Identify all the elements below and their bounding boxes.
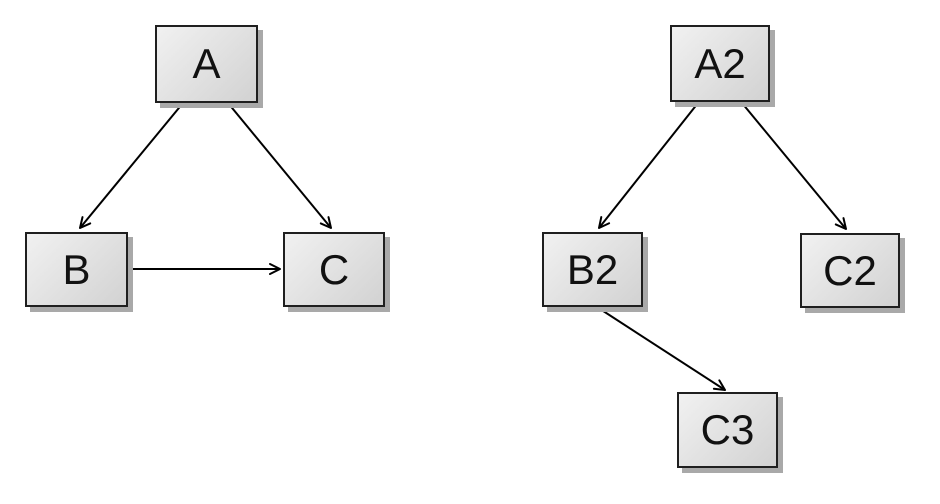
node-label: C3 xyxy=(700,406,755,453)
node-A2[interactable]: A2 xyxy=(670,25,770,102)
node-label: B xyxy=(62,245,91,293)
node-label: C xyxy=(318,245,350,293)
node-B[interactable]: B xyxy=(25,232,128,307)
edge-B2-C3 xyxy=(596,306,726,391)
edge-A-B xyxy=(79,102,184,229)
node-label: B2 xyxy=(566,245,619,293)
node-A[interactable]: A xyxy=(155,25,258,103)
node-label: C2 xyxy=(823,246,877,294)
node-B2[interactable]: B2 xyxy=(542,232,643,307)
node-label: A2 xyxy=(694,39,746,87)
edge-A2-C2 xyxy=(741,102,847,230)
edge-A2-B2 xyxy=(598,102,699,229)
node-C2[interactable]: C2 xyxy=(800,233,900,308)
node-label: A xyxy=(192,40,221,87)
node-C[interactable]: C xyxy=(283,232,385,307)
node-C3[interactable]: C3 xyxy=(677,392,778,468)
edge-A-C xyxy=(227,102,332,229)
